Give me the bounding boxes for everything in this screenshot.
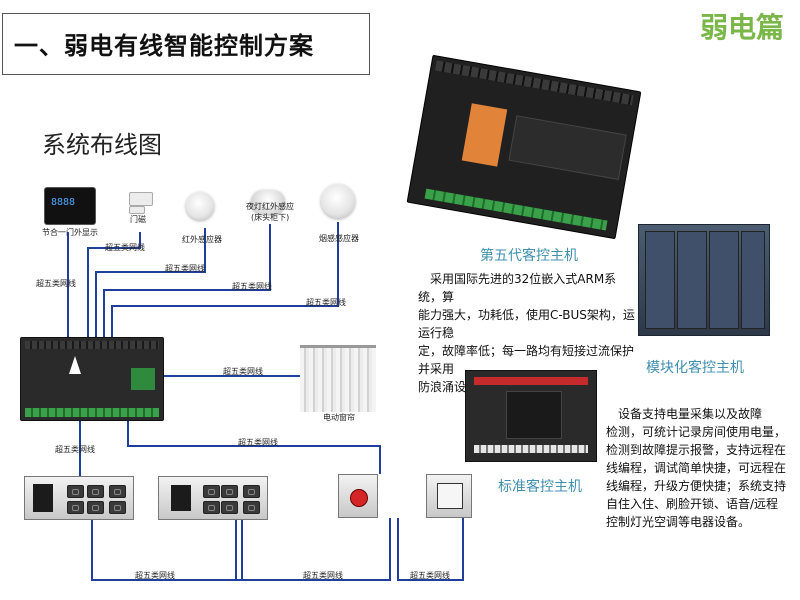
key-button-icon (87, 485, 104, 498)
cable-label: 超五类网线 (410, 571, 450, 580)
diagram-title: 系统布线图 (42, 131, 162, 159)
switch-panel-2 (158, 476, 268, 520)
module-icon (709, 231, 739, 329)
wire-door (87, 232, 141, 338)
modular-caption: 模块化客控主机 (646, 360, 744, 376)
key-button-icon (221, 501, 238, 514)
section-tag: 弱电篇 (700, 11, 785, 44)
description-line: 检测到故障提示报警，支持远程在 (606, 443, 787, 457)
wire-smoke (111, 222, 339, 338)
doorbell-panel (338, 474, 378, 518)
device-label: 红外感应器 (182, 235, 222, 244)
cable-label: 超五类网线 (306, 298, 346, 307)
device-label-note: (床头柜下) (251, 213, 290, 222)
wire-bottom-1 (91, 518, 243, 581)
ir-sensor-icon (186, 192, 214, 220)
cable-label: 超五类网线 (165, 264, 205, 273)
description-line: 线编程，升级方便快捷；系统支持 (606, 479, 787, 493)
key-button-icon (87, 501, 104, 514)
display-digits-icon: 8888 (51, 197, 76, 208)
switch-panel-1 (24, 476, 134, 520)
cable-label: 超五类网线 (303, 571, 343, 580)
terminal-strip-icon (474, 377, 588, 385)
device-label: 夜灯红外感应 (246, 202, 294, 211)
terminal-strip-icon (25, 341, 159, 349)
description-line: 线编程，调试简单快捷，可远程在 (606, 461, 787, 475)
cable-label: 超五类网线 (223, 367, 263, 376)
main-host-controller (20, 337, 164, 421)
doorbell-icon (350, 489, 368, 507)
circuit-area-icon (508, 115, 627, 180)
night-ir-sensor-icon (251, 190, 285, 214)
description-line: 能力强大，功耗低，使用C-BUS架构，运运行稳 (418, 308, 635, 340)
description-line: 自住入住、刷脸开锁、语音/远程 (606, 497, 779, 511)
gen5-caption: 第五代客控主机 (480, 248, 578, 264)
key-button-icon (67, 485, 84, 498)
wire-host-right (127, 418, 381, 474)
device-label: 门磁 (130, 215, 146, 224)
key-button-icon (203, 485, 220, 498)
key-button-icon (67, 501, 84, 514)
socket-icon (171, 485, 191, 511)
page-title: 一、弱电有线智能控制方案 (14, 32, 314, 60)
thermostat-screen-icon (437, 483, 463, 509)
card-slot-icon (33, 484, 53, 512)
cable-label: 超五类网线 (232, 282, 272, 291)
key-button-icon (243, 485, 260, 498)
cable-label: 超五类网线 (135, 571, 175, 580)
relay-block-icon (131, 368, 155, 390)
wire-night-ir (103, 224, 271, 338)
smoke-sensor-icon (321, 184, 355, 218)
door-contact-magnet-icon (129, 206, 145, 214)
module-icon (741, 231, 765, 329)
module-icon (645, 231, 675, 329)
description-line: 控制灯光空调等电器设备。 (606, 515, 751, 529)
thermostat-panel (426, 474, 472, 518)
description-line: 检测，可统计记录房间使用电量， (606, 425, 787, 439)
key-button-icon (109, 501, 126, 514)
cable-label: 超五类网线 (36, 279, 76, 288)
description-line: 设备支持电量采集以及故障 (618, 407, 763, 421)
wire-bottom-2 (235, 518, 391, 581)
device-label: 电动窗帘 (323, 413, 355, 422)
description-line: 定，故障率低；每一路均有短接过流保护并采用 (418, 344, 635, 376)
switch-display-panel: 8888 (44, 187, 96, 225)
curtain-icon (300, 345, 376, 412)
description-line: 采用国际先进的32位嵌入式ARM系统，算 (418, 272, 617, 304)
device-label: 节合一门外显示 (42, 228, 98, 237)
cable-label: 超五类网线 (105, 243, 145, 252)
key-button-icon (243, 501, 260, 514)
circuit-area-icon (506, 391, 562, 439)
modular-host-image (638, 224, 770, 336)
key-button-icon (109, 485, 126, 498)
key-button-icon (221, 485, 238, 498)
title-box (2, 13, 370, 75)
device-label: 烟感感应器 (319, 234, 359, 243)
key-button-icon (203, 501, 220, 514)
logo-icon (69, 356, 81, 374)
standard-caption: 标准客控主机 (498, 479, 582, 495)
green-terminals-icon (25, 408, 159, 417)
module-icon (677, 231, 707, 329)
cable-label: 超五类网线 (55, 445, 95, 454)
standard-description: 设备支持电量采集以及故障 检测，可统计记录房间使用电量， 检测到故障提示报警，支… (606, 405, 792, 531)
wire-ir (95, 228, 206, 338)
terminal-strip-icon (474, 445, 588, 453)
standard-host-image (465, 370, 597, 462)
door-contact-icon (129, 192, 153, 206)
cable-label: 超五类网线 (238, 438, 278, 447)
wire-bottom-3 (397, 518, 464, 581)
label-sticker-icon (461, 103, 508, 167)
